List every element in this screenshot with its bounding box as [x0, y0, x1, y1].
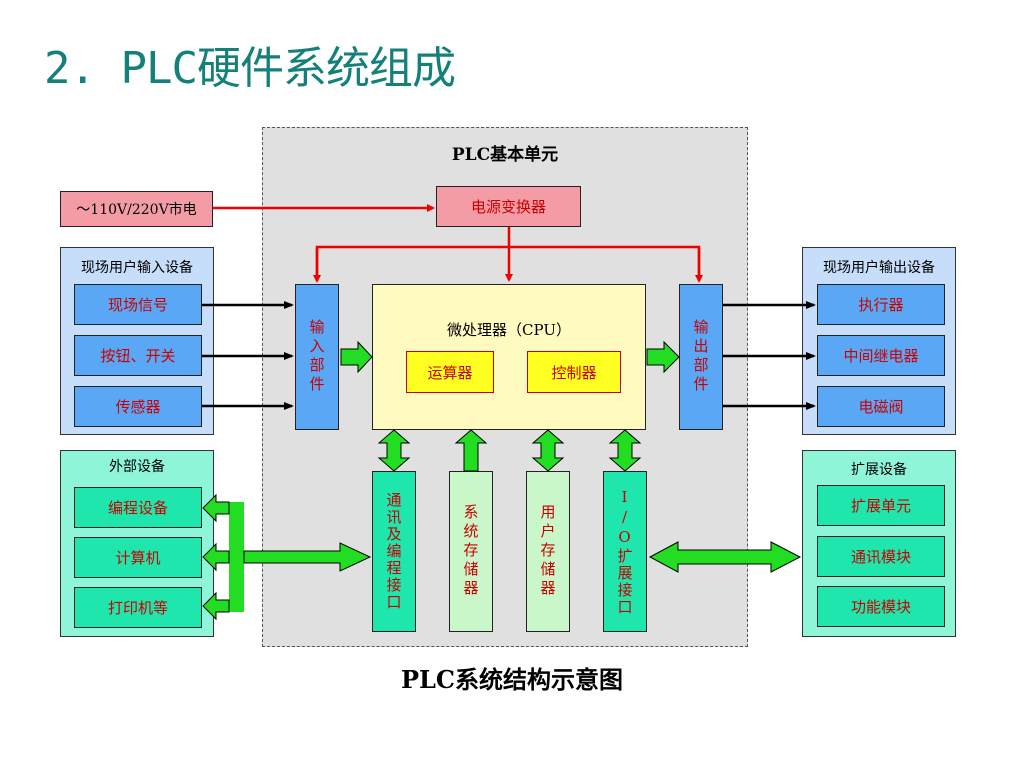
plc-basic-unit-label: PLC基本单元 — [451, 145, 559, 165]
function-module: 功能模块 — [817, 586, 945, 627]
communication-module: 通讯模块 — [817, 536, 945, 577]
power-converter-box: 电源变换器 — [436, 186, 581, 227]
external-device-printer: 打印机等 — [74, 587, 202, 628]
input-to-cpu-arrow — [340, 340, 373, 374]
external-devices-label: 外部设备 — [109, 459, 165, 475]
external-device-computer: 计算机 — [74, 537, 202, 578]
io-expansion-interface-label: I/O扩展接口 — [615, 487, 634, 616]
mains-power-box: ～110V/220V市电 — [60, 191, 213, 227]
external-bus-bar — [229, 502, 244, 612]
user-memory: 用户存储器 — [526, 471, 570, 632]
output-device-valve: 电磁阀 — [817, 386, 945, 427]
external-device-programmer: 编程设备 — [74, 487, 202, 528]
cpu-comm-double-arrow — [377, 429, 411, 472]
cpu-io-expansion-double-arrow — [608, 429, 642, 472]
cpu-to-output-arrow — [646, 340, 680, 374]
system-memory-label: 系统存储器 — [461, 504, 480, 599]
expansion-unit: 扩展单元 — [817, 485, 945, 526]
cpu-user-memory-double-arrow — [531, 429, 565, 472]
alu-box: 运算器 — [406, 351, 494, 393]
programmer-arrow — [202, 493, 230, 523]
system-memory: 系统存储器 — [449, 471, 493, 632]
user-memory-label: 用户存储器 — [538, 504, 557, 599]
input-unit-label: 输入部件 — [307, 319, 326, 395]
input-device-buttons: 按钮、开关 — [74, 335, 202, 376]
printer-arrow — [202, 591, 230, 621]
input-device-signal: 现场信号 — [74, 284, 202, 325]
output-device-relay: 中间继电器 — [817, 335, 945, 376]
controller-box: 控制器 — [527, 351, 621, 393]
io-expansion-interface: I/O扩展接口 — [603, 471, 647, 632]
output-unit: 输出部件 — [679, 284, 723, 430]
external-to-comm-arrow — [243, 542, 372, 572]
cpu-box: 微处理器（CPU） 运算器 控制器 — [372, 284, 646, 430]
output-devices-label: 现场用户输出设备 — [823, 260, 935, 276]
output-unit-label: 输出部件 — [691, 319, 710, 395]
input-unit: 输入部件 — [295, 284, 339, 430]
cpu-system-memory-arrow — [454, 429, 488, 472]
page-title: 2. PLC硬件系统组成 — [44, 43, 456, 94]
diagram-caption: PLC系统结构示意图 — [400, 665, 624, 694]
io-to-expansion-double-arrow — [648, 541, 802, 573]
computer-arrow — [202, 542, 230, 572]
input-device-sensor: 传感器 — [74, 386, 202, 427]
input-devices-label: 现场用户输入设备 — [81, 260, 193, 276]
expansion-devices-label: 扩展设备 — [851, 462, 907, 478]
cpu-label: 微处理器（CPU） — [447, 321, 571, 339]
comm-programming-interface-label: 通讯及编程接口 — [384, 492, 403, 611]
output-device-actuator: 执行器 — [817, 284, 945, 325]
comm-programming-interface: 通讯及编程接口 — [372, 471, 416, 632]
